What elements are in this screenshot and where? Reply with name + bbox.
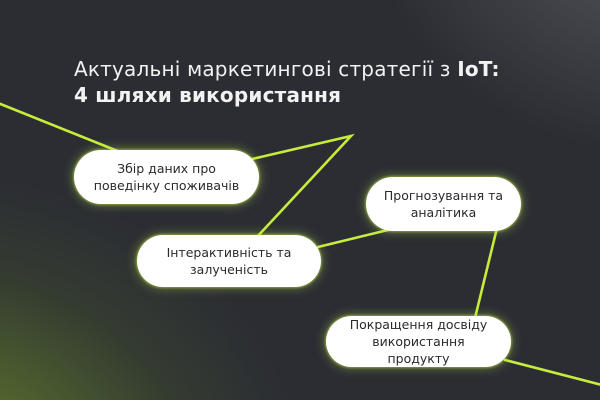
node-product-experience-line2: використання продукту [372, 334, 465, 366]
node-product-experience: Покращення досвіду використання продукту [326, 316, 511, 367]
connector-line-zigzag [250, 133, 355, 240]
node-interactivity-line1: Інтерактивність та [166, 245, 292, 260]
node-forecasting: Прогнозування та аналітика [366, 177, 521, 231]
title-line-1: Актуальні маркетингові стратегії з IoT: [74, 56, 500, 82]
node-data-collection: Збір даних про поведінку споживачів [74, 150, 259, 204]
page-title: Актуальні маркетингові стратегії з IoT: … [74, 56, 500, 108]
node-forecasting-line1: Прогнозування та [383, 188, 504, 203]
title-line-2: 4 шляхи використання [74, 83, 342, 107]
connector-line-exit [503, 358, 600, 386]
title-line-1-text: Актуальні маркетингові стратегії з [74, 57, 458, 81]
node-product-experience-line1: Покращення досвіду [349, 317, 488, 332]
node-interactivity: Інтерактивність та залученість [137, 235, 321, 287]
node-forecasting-line2: аналітика [410, 205, 477, 220]
title-iot-bold: IoT: [457, 57, 500, 81]
connector-line-2-3 [316, 226, 398, 249]
node-data-collection-line2: поведінку споживачів [93, 178, 240, 193]
connector-line-3-4 [473, 226, 499, 320]
node-data-collection-line1: Збір даних про [117, 161, 216, 176]
connector-line-entry [0, 102, 122, 154]
node-interactivity-line2: залученість [190, 262, 268, 277]
